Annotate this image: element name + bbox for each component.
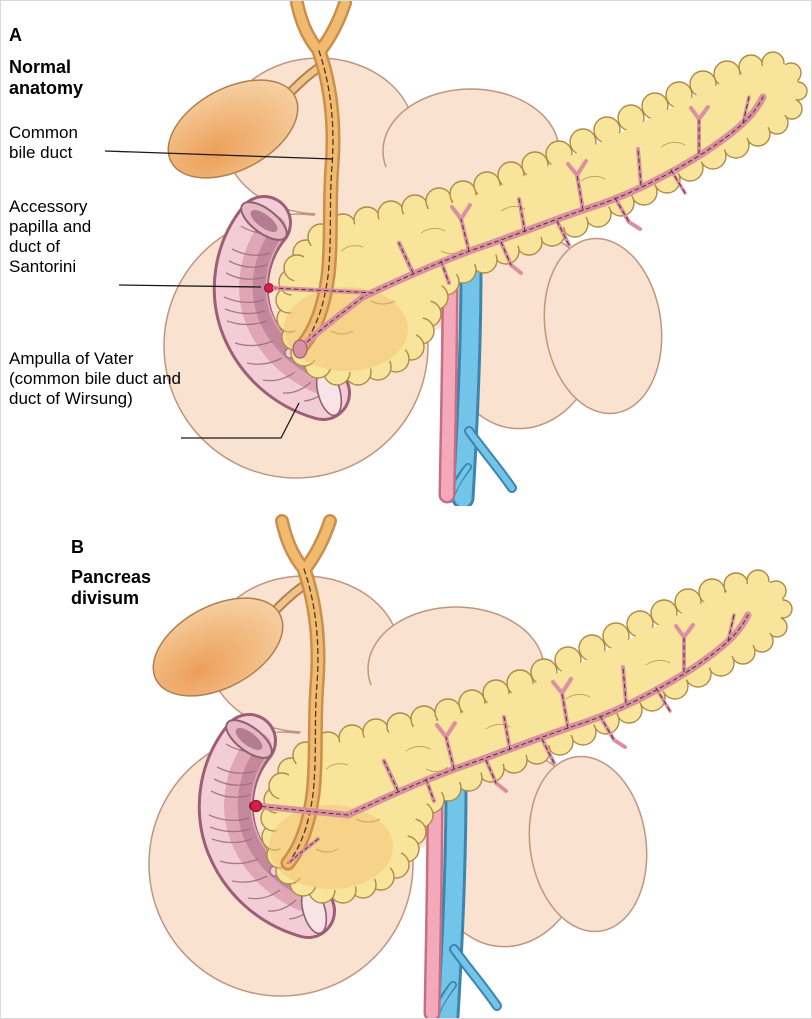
panel-a-letter: A bbox=[9, 25, 22, 45]
panel-b-duct-variant bbox=[249, 799, 352, 864]
pointer-ampulla bbox=[181, 402, 300, 439]
label-accessory-papilla: Accessory papilla and duct of Santorini bbox=[9, 197, 92, 277]
pointer-lines bbox=[104, 150, 334, 439]
label-ampulla-of-vater: Ampulla of Vater (common bile duct and d… bbox=[9, 349, 181, 409]
panel-b-title: Pancreas divisum bbox=[71, 567, 152, 609]
panel-a-duct-variant bbox=[272, 285, 376, 359]
pointer-common-bile-duct bbox=[104, 150, 334, 160]
pointer-accessory-papilla bbox=[118, 284, 262, 288]
panel-a-illustration bbox=[104, 1, 812, 506]
panel-b-illustration bbox=[1, 511, 812, 1019]
label-common-bile-duct: Common bile duct bbox=[9, 123, 78, 163]
panel-b-letter: B bbox=[71, 537, 84, 557]
panel-a-title: Normal anatomy bbox=[9, 57, 84, 99]
